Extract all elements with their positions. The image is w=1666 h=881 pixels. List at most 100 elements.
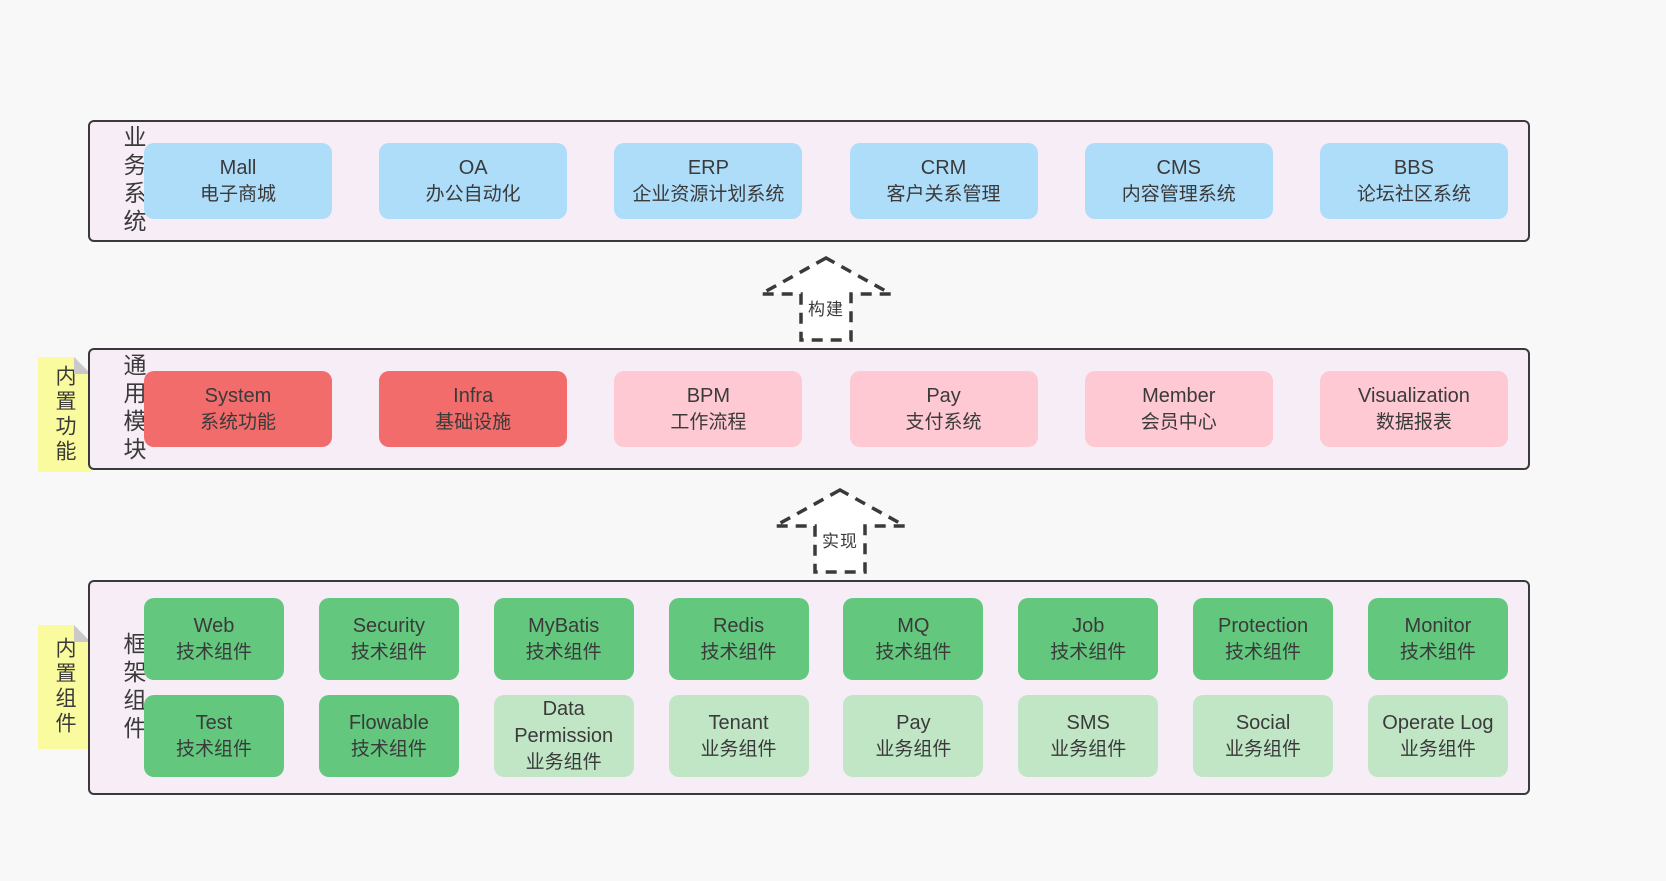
- layer-label-framework-components: 框架组件: [120, 631, 146, 744]
- sticky-note-built-in-features: 内置功能: [38, 357, 91, 472]
- box-desc: 支付系统: [905, 411, 982, 433]
- box-name: Operate Log: [1382, 711, 1494, 734]
- box-desc: 技术组件: [1050, 641, 1127, 663]
- box-desc: 业务组件: [700, 738, 777, 760]
- box-desc: 内容管理系统: [1121, 183, 1236, 205]
- sticky-note-label: 内置组件: [53, 637, 76, 737]
- box-desc: 业务组件: [1225, 738, 1302, 760]
- box-visualization: Visualization 数据报表: [1319, 371, 1508, 447]
- box-crm: CRM 客户关系管理: [849, 143, 1038, 219]
- box-name: Protection: [1218, 614, 1309, 637]
- box-name: Social: [1235, 711, 1291, 734]
- box-desc: 企业资源计划系统: [632, 183, 785, 205]
- box-desc: 业务组件: [1399, 738, 1476, 760]
- layer-label-common-modules: 通用模块: [120, 353, 146, 465]
- box-system: System 系统功能: [144, 371, 332, 447]
- box-cms: CMS 内容管理系统: [1084, 143, 1273, 219]
- box-name: BBS: [1393, 156, 1434, 179]
- box-name: Pay: [926, 384, 961, 407]
- box-desc: 技术组件: [175, 738, 252, 760]
- box-desc: 基础设施: [435, 411, 512, 433]
- box-name: Data Permission: [514, 698, 614, 748]
- box-desc: 技术组件: [1225, 641, 1302, 663]
- box-name: Job: [1072, 614, 1105, 637]
- box-oa: OA 办公自动化: [379, 143, 568, 219]
- common-modules-row: System 系统功能 Infra 基础设施 BPM 工作流程 Pay 支付系统 Member 会…: [144, 371, 1508, 447]
- box-desc: 数据报表: [1375, 411, 1452, 433]
- layer-business-systems: 业务系统 Mall 电子商城 OA 办公自动化 ERP 企业资源计划系统 CRM 客户关系管理…: [88, 120, 1530, 242]
- box-name: OA: [458, 156, 488, 179]
- box-name: MQ: [897, 614, 930, 637]
- arrow-build: 构建: [756, 254, 896, 344]
- box-name: CRM: [920, 156, 967, 179]
- box-desc: 技术组件: [1399, 641, 1476, 663]
- box-desc: 论坛社区系统: [1356, 183, 1471, 205]
- box-name: Security: [352, 614, 425, 637]
- box-test: Test 技术组件: [144, 695, 284, 777]
- box-name: CMS: [1156, 156, 1201, 179]
- box-monitor: Monitor 技术组件: [1367, 598, 1508, 680]
- box-name: Monitor: [1404, 614, 1472, 637]
- box-mybatis: MyBatis 技术组件: [493, 598, 634, 680]
- box-desc: 技术组件: [875, 641, 952, 663]
- arrow-implement: 实现: [770, 486, 910, 576]
- box-pay: Pay 业务组件: [843, 695, 984, 777]
- arrow-implement-label: 实现: [818, 526, 862, 553]
- box-desc: 客户关系管理: [886, 183, 1001, 205]
- box-member: Member 会员中心: [1084, 371, 1273, 447]
- box-desc: 技术组件: [350, 641, 427, 663]
- box-name: SMS: [1066, 711, 1110, 734]
- box-desc: 技术组件: [525, 641, 602, 663]
- box-redis: Redis 技术组件: [668, 598, 809, 680]
- arrow-build-label: 构建: [804, 294, 848, 321]
- sticky-note-built-in-components: 内置组件: [38, 625, 91, 749]
- box-name: Web: [193, 614, 235, 637]
- box-name: Redis: [712, 614, 765, 637]
- box-protection: Protection 技术组件: [1193, 598, 1334, 680]
- box-desc: 工作流程: [670, 411, 747, 433]
- box-name: Test: [195, 711, 233, 734]
- box-desc: 会员中心: [1140, 411, 1217, 433]
- box-operate-log: Operate Log 业务组件: [1367, 695, 1508, 777]
- box-web: Web 技术组件: [144, 598, 284, 680]
- box-name: Infra: [453, 384, 494, 407]
- box-desc: 技术组件: [350, 738, 427, 760]
- box-desc: 技术组件: [175, 641, 252, 663]
- box-name: MyBatis: [528, 614, 600, 637]
- box-name: Member: [1142, 384, 1216, 407]
- sticky-note-label: 内置功能: [53, 364, 76, 465]
- box-erp: ERP 企业资源计划系统: [614, 143, 803, 219]
- business-systems-row: Mall 电子商城 OA 办公自动化 ERP 企业资源计划系统 CRM 客户关系管理 CMS 内容…: [144, 143, 1508, 219]
- box-desc: 业务组件: [525, 752, 602, 774]
- layer-common-modules: 通用模块 System 系统功能 Infra 基础设施 BPM 工作流程 Pay 支付系统 Me…: [88, 348, 1530, 470]
- box-desc: 技术组件: [700, 641, 777, 663]
- box-name: System: [204, 384, 272, 407]
- box-name: Pay: [896, 711, 931, 734]
- box-security: Security 技术组件: [318, 598, 459, 680]
- box-social: Social 业务组件: [1193, 695, 1334, 777]
- box-mall: Mall 电子商城: [144, 143, 332, 219]
- box-bpm: BPM 工作流程: [614, 371, 803, 447]
- box-infra: Infra 基础设施: [379, 371, 568, 447]
- box-name: ERP: [687, 156, 729, 179]
- box-data-permission: Data Permission 业务组件: [493, 695, 634, 777]
- box-name: Visualization: [1357, 384, 1470, 407]
- box-name: BPM: [686, 384, 731, 407]
- box-pay: Pay 支付系统: [849, 371, 1038, 447]
- box-desc: 办公自动化: [425, 183, 521, 205]
- box-name: Mall: [219, 156, 257, 179]
- box-desc: 业务组件: [875, 738, 952, 760]
- layer-label-business-systems: 业务系统: [120, 125, 146, 237]
- box-desc: 电子商城: [199, 183, 276, 205]
- box-job: Job 技术组件: [1018, 598, 1159, 680]
- box-mq: MQ 技术组件: [843, 598, 984, 680]
- box-desc: 系统功能: [199, 411, 276, 433]
- box-bbs: BBS 论坛社区系统: [1319, 143, 1508, 219]
